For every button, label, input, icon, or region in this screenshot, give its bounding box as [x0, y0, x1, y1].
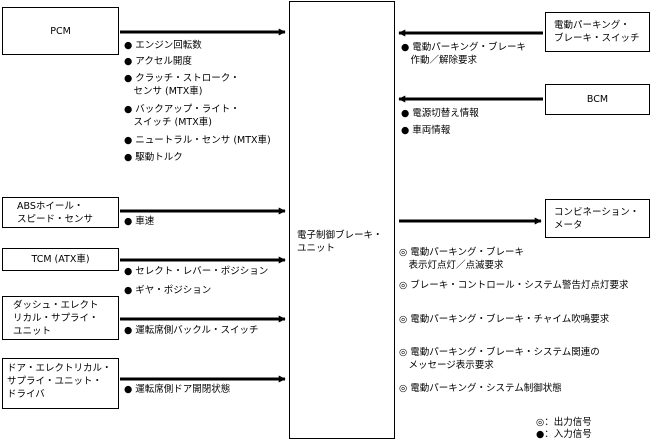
bcm-box: BCM [545, 84, 650, 115]
combination-meter-box: コンビネーション・ メータ [545, 199, 650, 238]
signal-epb-system-state: ◎ 電動パーキング・システム制御状態 [399, 383, 562, 394]
signal-backup-light-switch: ● バックアップ・ライト・ スイッチ (MTX車) [124, 104, 240, 128]
signal-driver-door-state: ● 運転席側ドア開閉状態 [124, 384, 231, 395]
ecu-box [289, 1, 395, 439]
signal-epb-message-request: ◎ 電動パーキング・ブレーキ・システム関連の メッセージ表示要求 [399, 347, 600, 371]
epb-switch-box: 電動パーキング・ ブレーキ・スイッチ [545, 12, 650, 52]
signal-epb-indicator-request: ◎ 電動パーキング・ブレーキ 表示灯点灯／点滅要求 [399, 247, 525, 271]
tcm-box: TCM (ATX車) [2, 248, 119, 271]
signal-driver-buckle-switch: ● 運転席側バックル・スイッチ [124, 325, 259, 336]
signal-engine-speed: ● エンジン回転数 [124, 40, 202, 51]
legend-input: ●：入力信号 [536, 429, 592, 440]
signal-vehicle-info: ● 車両情報 [401, 125, 451, 136]
pcm-box: PCM [2, 7, 119, 55]
signal-brake-warning-lamp-request: ◎ ブレーキ・コントロール・システム警告灯点灯要求 [399, 280, 629, 291]
signal-select-lever-position: ● セレクト・レバー・ポジション [124, 266, 269, 277]
signal-accelerator-opening: ● アクセル開度 [124, 56, 192, 67]
signal-neutral-sensor: ● ニュートラル・センサ (MTX車) [124, 135, 271, 146]
signal-drive-torque: ● 駆動トルク [124, 152, 183, 163]
legend-output: ◎：出力信号 [536, 417, 592, 428]
signal-gear-position: ● ギヤ・ポジション [124, 285, 212, 296]
dashboard-supply-unit-box: ダッシュ・エレクト リカル・サプライ・ ユニット [2, 296, 119, 340]
signal-epb-chime-request: ◎ 電動パーキング・ブレーキ・チャイム吹鳴要求 [399, 314, 610, 325]
signal-clutch-stroke-sensor: ● クラッチ・ストローク・ センサ (MTX車) [124, 73, 240, 97]
abs-sensor-box: ABSホイール・ スピード・センサ [2, 197, 119, 228]
signal-vehicle-speed: ● 車速 [124, 216, 155, 227]
signal-power-switch-info: ● 電源切替え情報 [401, 108, 479, 119]
signal-epb-request: ● 電動パーキング・ブレーキ 作動／解除要求 [401, 42, 527, 66]
door-supply-unit-box: ドア・エレクトリカル・ サプライ・ユニット・ ドライバ [2, 358, 119, 409]
ecu-label: 電子制御ブレーキ・ ユニット [297, 230, 383, 254]
